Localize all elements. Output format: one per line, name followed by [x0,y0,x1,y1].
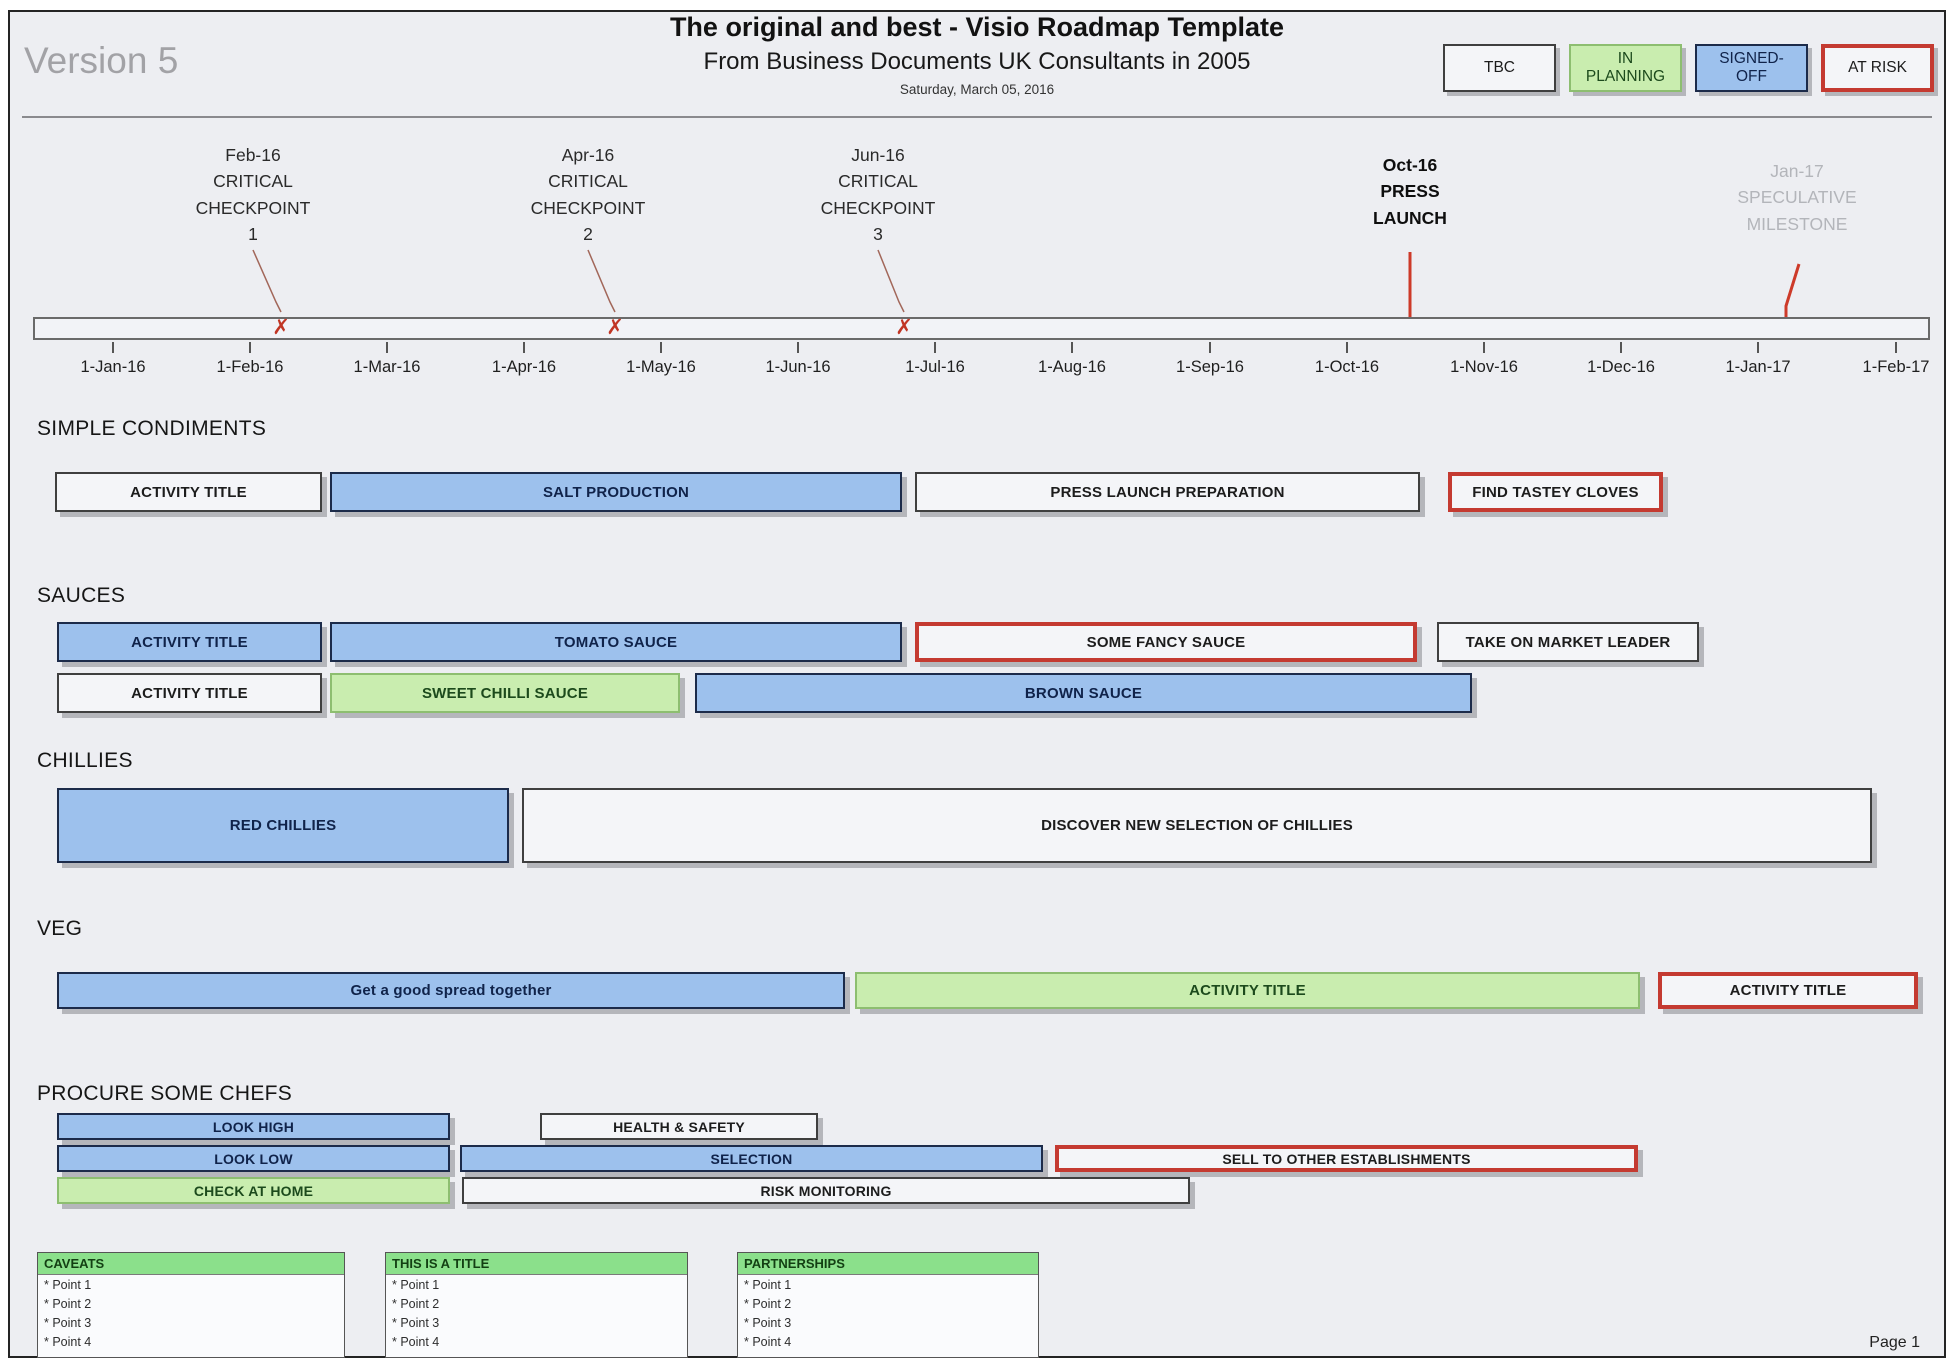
activity-bar[interactable]: BROWN SAUCE [695,673,1472,713]
partnerships-table[interactable]: PARTNERSHIPS * Point 1 * Point 2 * Point… [737,1252,1039,1358]
axis-label: 1-Oct-16 [1314,358,1380,376]
activity-bar[interactable]: SOME FANCY SAUCE [915,622,1417,662]
axis-label: 1-Jul-16 [905,358,965,376]
activity-bar[interactable]: PRESS LAUNCH PREPARATION [915,472,1420,512]
table-point: * Point 3 [44,1316,92,1330]
activity-bar[interactable]: SELECTION [460,1145,1043,1172]
activity-bar[interactable]: SELL TO OTHER ESTABLISHMENTS [1055,1145,1638,1172]
milestone-label[interactable]: Jan-17 SPECULATIVE MILESTONE [1737,161,1857,234]
axis-label: 1-Aug-16 [1038,358,1106,376]
milestone-x-marker[interactable]: ✗ [272,315,290,339]
table-point: * Point 1 [392,1278,440,1292]
activity-bar[interactable]: TAKE ON MARKET LEADER [1437,622,1699,662]
activity-bar[interactable]: ACTIVITY TITLE [55,472,322,512]
activity-bar[interactable]: HEALTH & SAFETY [540,1113,818,1140]
axis-label: 1-Mar-16 [353,358,421,376]
activity-bar[interactable]: Get a good spread together [57,972,845,1009]
activity-bar[interactable]: SWEET CHILLI SAUCE [330,673,680,713]
axis-label: 1-Jan-17 [1725,358,1791,376]
section-title: CHILLIES [37,749,133,772]
table-title: PARTNERSHIPS [738,1253,1038,1275]
milestone-label[interactable]: Oct-16 PRESS LAUNCH [1373,155,1447,228]
legend-chip-at-risk[interactable]: AT RISK [1821,44,1934,92]
page-title: The original and best - Visio Roadmap Te… [669,12,1285,42]
activity-bar[interactable]: RISK MONITORING [462,1177,1190,1204]
table-point: * Point 3 [744,1316,792,1330]
activity-bar[interactable]: ACTIVITY TITLE [57,622,322,662]
title-table[interactable]: THIS IS A TITLE * Point 1 * Point 2 * Po… [385,1252,688,1358]
table-point: * Point 2 [44,1297,92,1311]
status-legend: TBC IN PLANNING SIGNED- OFF AT RISK [1443,44,1934,92]
axis-label: 1-Feb-16 [216,358,284,376]
activity-bar[interactable]: RED CHILLIES [57,788,509,863]
activity-bar[interactable]: ACTIVITY TITLE [57,673,322,713]
page-date: Saturday, March 05, 2016 [899,82,1055,97]
table-point: * Point 4 [392,1335,440,1349]
milestone-x-marker[interactable]: ✗ [606,315,624,339]
axis-label: 1-Feb-17 [1862,358,1930,376]
activity-bar[interactable]: SALT PRODUCTION [330,472,902,512]
axis-label: 1-Jun-16 [765,358,831,376]
axis-label: 1-Sep-16 [1176,358,1244,376]
table-title: CAVEATS [38,1253,344,1275]
caveats-table[interactable]: CAVEATS * Point 1 * Point 2 * Point 3 * … [37,1252,345,1358]
axis-label: 1-Apr-16 [491,358,557,376]
axis-label: 1-Dec-16 [1587,358,1655,376]
activity-bar[interactable]: TOMATO SAUCE [330,622,902,662]
page-number: Page 1 [1869,1334,1920,1351]
table-point: * Point 1 [44,1278,92,1292]
activity-bar[interactable]: FIND TASTEY CLOVES [1448,472,1663,512]
header-divider [22,116,1932,118]
section-title: SAUCES [37,584,126,607]
milestone-label[interactable]: Feb-16 CRITICAL CHECKPOINT 1 [195,145,311,244]
table-point: * Point 4 [744,1335,792,1349]
timeline-bar[interactable] [33,317,1930,340]
axis-label: 1-Nov-16 [1450,358,1518,376]
table-title: THIS IS A TITLE [386,1253,687,1275]
milestone-label[interactable]: Jun-16 CRITICAL CHECKPOINT 3 [820,145,936,244]
activity-bar[interactable]: LOOK HIGH [57,1113,450,1140]
legend-chip-tbc[interactable]: TBC [1443,44,1556,92]
activity-bar[interactable]: ACTIVITY TITLE [855,972,1640,1009]
activity-bar[interactable]: ACTIVITY TITLE [1658,972,1918,1009]
legend-chip-signed-off[interactable]: SIGNED- OFF [1695,44,1808,92]
table-point: * Point 4 [44,1335,92,1349]
activity-bar[interactable]: LOOK LOW [57,1145,450,1172]
legend-chip-in-planning[interactable]: IN PLANNING [1569,44,1682,92]
milestone-x-marker[interactable]: ✗ [895,315,913,339]
table-point: * Point 2 [744,1297,792,1311]
activity-bar[interactable]: DISCOVER NEW SELECTION OF CHILLIES [522,788,1872,863]
section-title: PROCURE SOME CHEFS [37,1082,293,1105]
page-subtitle: From Business Documents UK Consultants i… [703,48,1251,75]
table-point: * Point 3 [392,1316,440,1330]
axis-label: 1-May-16 [626,358,696,376]
version-label: Version 5 [24,40,179,81]
section-title: SIMPLE CONDIMENTS [37,417,267,440]
axis-label: 1-Jan-16 [80,358,146,376]
section-title: VEG [37,917,83,940]
milestone-label[interactable]: Apr-16 CRITICAL CHECKPOINT 2 [530,145,646,244]
table-point: * Point 2 [392,1297,440,1311]
table-point: * Point 1 [744,1278,792,1292]
activity-bar[interactable]: CHECK AT HOME [57,1177,450,1204]
